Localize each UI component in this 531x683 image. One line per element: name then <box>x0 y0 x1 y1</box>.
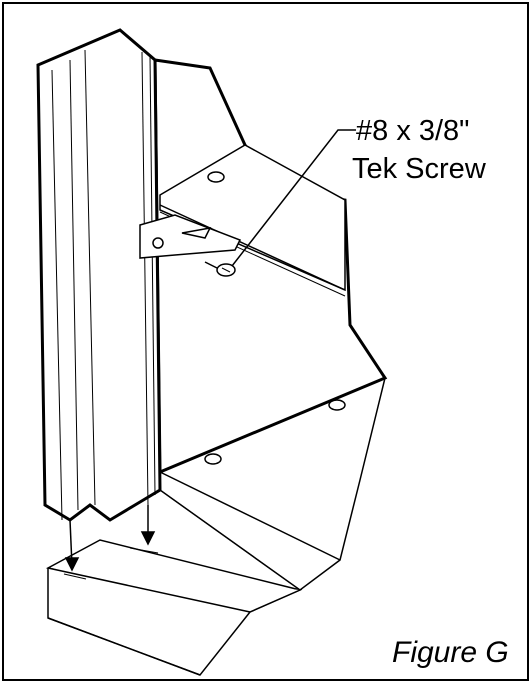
callout-leader <box>231 129 356 267</box>
tek-screw-icon <box>204 261 236 277</box>
base-slots <box>63 547 159 580</box>
callout-line1: #8 x 3/8" <box>356 115 470 147</box>
callout-line2: Tek Screw <box>352 153 486 185</box>
base-block <box>45 539 303 676</box>
screw-heads <box>204 171 346 465</box>
figure-caption: Figure G <box>392 636 509 669</box>
insertion-arrows <box>64 505 156 572</box>
mounting-bracket <box>139 214 242 259</box>
upright-post <box>36 28 162 522</box>
